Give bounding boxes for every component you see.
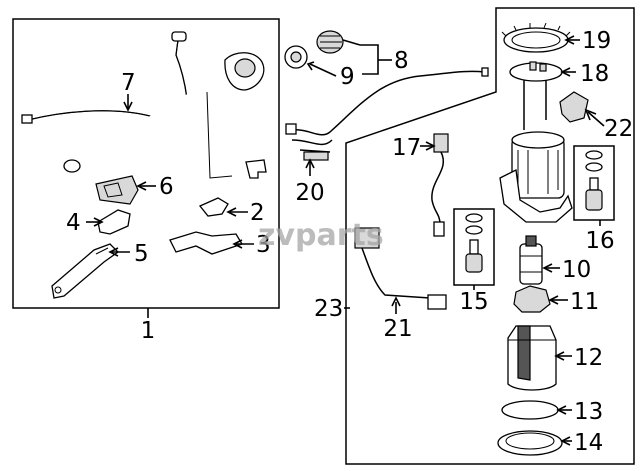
- callout-21: 21: [383, 316, 412, 342]
- callout-13: 13: [574, 399, 603, 425]
- part-2-bracket: [198, 197, 229, 217]
- part-12-canister: [507, 325, 557, 391]
- part-22-connector: [559, 91, 589, 123]
- callout-1: 1: [141, 318, 156, 344]
- part-6-clamp: [95, 175, 139, 205]
- callout-16: 16: [585, 228, 614, 254]
- part-17-sensor: [431, 133, 449, 237]
- part-19-lock-ring: [501, 22, 571, 53]
- part-3-bracket: [169, 231, 243, 255]
- callout-5: 5: [134, 241, 149, 267]
- filler-group-box: [12, 18, 280, 309]
- callout-6: 6: [159, 174, 174, 200]
- callout-11: 11: [570, 289, 599, 315]
- callout-8: 8: [394, 48, 409, 74]
- part-20-harness: [285, 67, 489, 161]
- callout-9: 9: [340, 64, 355, 90]
- callout-15: 15: [459, 289, 488, 315]
- part-11-holder: [513, 285, 551, 313]
- callout-18: 18: [580, 61, 609, 87]
- callout-labels: 1 2 3 4 5 6 7 8 9 10 11 12 13 14 15 16 1…: [66, 28, 633, 456]
- part-8-cap: [316, 30, 361, 54]
- callout-20: 20: [295, 180, 324, 206]
- part-15-seal-kit: [453, 208, 495, 286]
- callout-17: 17: [392, 135, 421, 161]
- callout-12: 12: [574, 345, 603, 371]
- part-9-seal: [284, 45, 308, 69]
- filler-neck-pipe: [63, 52, 265, 179]
- part-5-strap: [51, 243, 120, 299]
- part-21-harness: [354, 227, 447, 310]
- callout-23: 23: [314, 296, 343, 322]
- callout-10: 10: [562, 257, 591, 283]
- callout-19: 19: [582, 28, 611, 54]
- callout-22: 22: [604, 116, 633, 142]
- part-18-flange: [509, 61, 563, 130]
- part-16-seal-kit: [573, 145, 615, 221]
- part-4-bracket: [97, 209, 131, 235]
- part-14-ring: [497, 430, 563, 456]
- callout-3: 3: [256, 232, 271, 258]
- callout-2: 2: [250, 200, 265, 226]
- callout-14: 14: [574, 430, 603, 456]
- part-13-o-ring: [501, 400, 559, 420]
- callout-7: 7: [121, 70, 136, 96]
- callout-4: 4: [66, 210, 81, 236]
- watermark-text: zvparts: [258, 218, 384, 253]
- clip-bracket: [245, 159, 267, 179]
- part-10-pump: [519, 235, 543, 285]
- leader-lines: [86, 35, 605, 446]
- pump-module: [499, 131, 573, 223]
- pump-group-outline: [345, 7, 635, 465]
